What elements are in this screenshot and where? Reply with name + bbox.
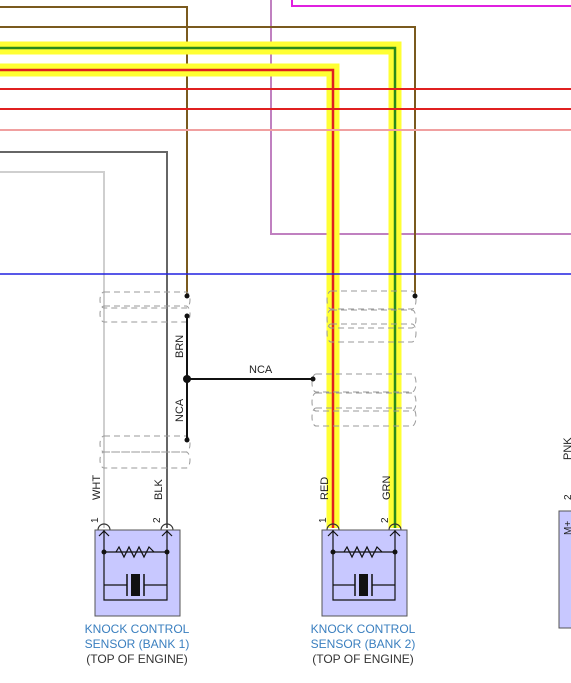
shield-bank2-lower — [311, 373, 417, 427]
junction-dot — [184, 313, 190, 319]
pin-number: 1 — [90, 517, 101, 523]
red-wire — [0, 68, 335, 528]
shield-bank1-upper — [99, 291, 191, 323]
brown-wire-bank2 — [0, 26, 416, 296]
connector-terminals — [97, 523, 402, 531]
wire-label-grn: GRN — [381, 476, 393, 501]
knock-sensor-bank2-symbol — [321, 529, 408, 617]
brown-wire-bank1 — [0, 6, 188, 296]
wire-label-brn: BRN — [174, 335, 186, 358]
partial-component-right: M+ — [558, 510, 571, 629]
junction-dot — [184, 293, 190, 299]
splice-dot — [183, 375, 191, 383]
shield-bank2-upper — [326, 290, 417, 343]
pin-number: 1 — [318, 517, 329, 523]
junction-dot — [310, 376, 316, 382]
sensor-name-line1: KNOCK CONTROL — [84, 622, 190, 636]
knock-sensor-bank1-symbol — [94, 529, 181, 617]
knock-sensor-bank2-caption: KNOCK CONTROL SENSOR (BANK 2) (TOP OF EN… — [288, 622, 438, 667]
wire-label-red: RED — [319, 477, 331, 500]
wire-label-wht: WHT — [91, 475, 103, 500]
sensor-name-line2: SENSOR (BANK 1) — [84, 637, 190, 651]
knock-sensor-bank1-caption: KNOCK CONTROL SENSOR (BANK 1) (TOP OF EN… — [62, 622, 212, 667]
pin-number: 2 — [152, 517, 163, 523]
shield-bank1-lower — [99, 435, 191, 469]
junction-dot — [184, 437, 190, 443]
wire-label-nca-vertical: NCA — [174, 398, 186, 422]
purple-wire — [270, 0, 571, 235]
wire-label-pnk: PNK — [562, 437, 571, 460]
sensor-location: (TOP OF ENGINE) — [312, 652, 414, 666]
partial-component-label: M+ — [563, 521, 571, 535]
sensor-name-line2: SENSOR (BANK 2) — [310, 637, 416, 651]
wire-label-nca-horizontal: NCA — [249, 364, 273, 376]
gray-wire — [0, 151, 168, 528]
junction-dot — [412, 293, 418, 299]
magenta-wire — [291, 0, 571, 7]
green-wire — [0, 46, 397, 528]
pin-number: 2 — [563, 494, 571, 500]
sensor-name-line1: KNOCK CONTROL — [310, 622, 416, 636]
pin-number: 2 — [380, 517, 391, 523]
sensor-location: (TOP OF ENGINE) — [86, 652, 188, 666]
light-gray-wire — [0, 171, 105, 528]
wire-label-blk: BLK — [153, 479, 165, 500]
